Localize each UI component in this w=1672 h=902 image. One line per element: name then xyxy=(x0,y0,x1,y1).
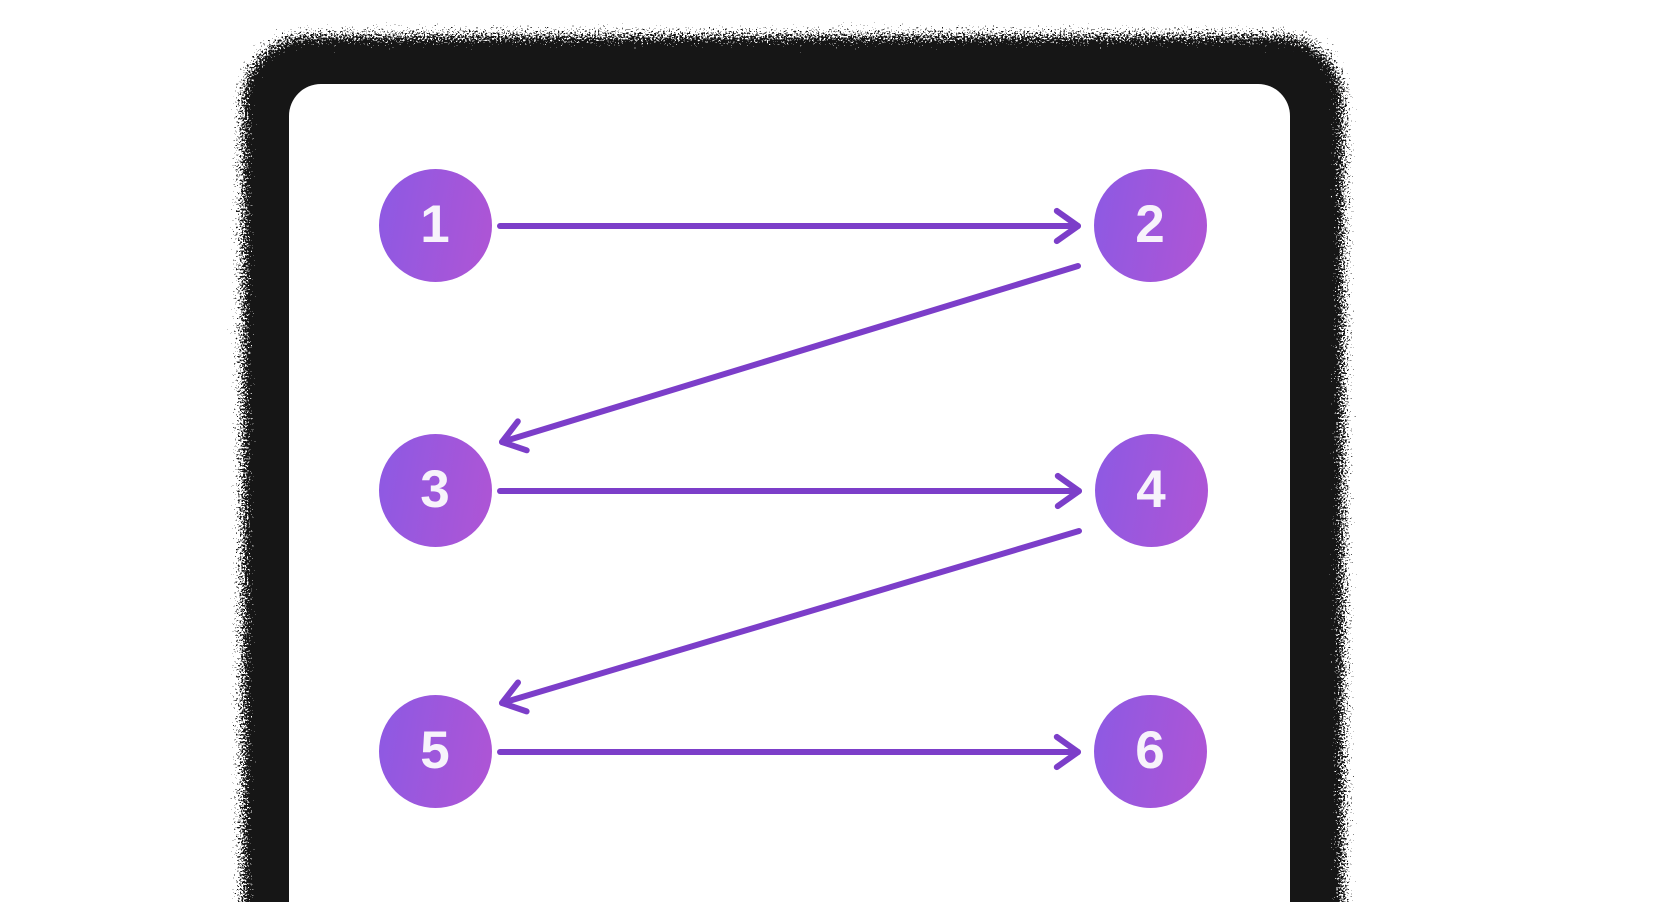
flow-node-4: 4 xyxy=(1094,433,1208,547)
flow-node-5: 5 xyxy=(378,694,492,808)
flow-node-6: 6 xyxy=(1093,694,1207,808)
node-label: 6 xyxy=(1135,720,1165,780)
flow-node-3: 3 xyxy=(378,433,492,547)
node-label: 4 xyxy=(1136,459,1166,519)
flow-node-2: 2 xyxy=(1093,168,1207,282)
node-label: 3 xyxy=(420,459,450,519)
node-label: 5 xyxy=(420,720,450,780)
node-label: 1 xyxy=(420,194,450,254)
node-label: 2 xyxy=(1135,194,1165,254)
flow-node-1: 1 xyxy=(378,168,492,282)
